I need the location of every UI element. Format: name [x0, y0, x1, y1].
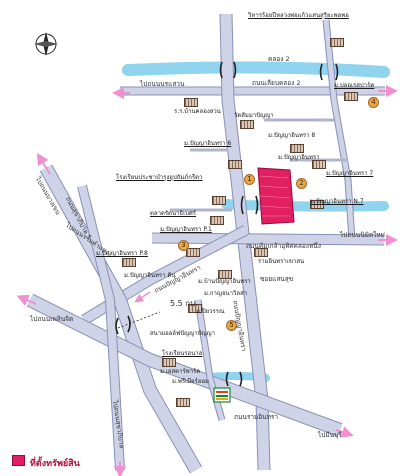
building-icon — [212, 196, 226, 205]
canal-khlong-2 — [122, 61, 390, 78]
legend-property-swatch — [12, 455, 25, 466]
badge-5: 5 — [226, 320, 237, 331]
label-temple-top: วิหารร้อยปีหลวงพ่อแก้วแสนสุริยะพอพอ — [248, 12, 349, 19]
distance-indicator — [117, 311, 161, 329]
label-distance: 5.5 กม. — [170, 299, 198, 308]
badge-3: 3 — [178, 240, 189, 251]
badge-1: 1 — [244, 174, 255, 185]
label-mor-saphan: ม.พรีเมียร์ฮอม — [172, 378, 210, 385]
seven-eleven-icon — [213, 387, 231, 403]
label-school-prachabamrung: โรงเรียนประชาบำรุงอุปถัมภ์กรีดา — [116, 174, 203, 181]
label-to-laksi: ไปถนนเพลินจิต — [30, 315, 74, 323]
label-mor-panya-6b: ม.ปัญญาอินทรา — [278, 154, 320, 161]
label-mor-mahachai: ม.เอสตาร์พาร์ค — [160, 368, 201, 375]
building-icon — [218, 270, 232, 279]
arrow-to-panya — [134, 291, 151, 303]
badge-2: 2 — [296, 178, 307, 189]
building-icon — [290, 144, 304, 153]
building-icon — [162, 358, 176, 367]
building-icon — [176, 398, 190, 407]
label-wat-panya: วัดสัมมาปัญญา — [234, 112, 274, 119]
label-to-minburi: ไปมีนบุรี — [318, 431, 342, 439]
label-to-minburi-n: ไปถนนนิมิตใหม่ — [340, 231, 385, 239]
label-ramindra-khao: รามอินทราเขาสน — [258, 258, 305, 265]
building-icon — [228, 160, 242, 169]
building-icon — [188, 304, 202, 313]
label-mor-panya-n7: ม.ปัญญาอินทรา N.7 — [310, 198, 364, 205]
label-mor-panya-p1: ม.ปัญญาอินทรา P.1 — [160, 226, 212, 233]
label-sport-field: สนามออล์ฟปัญญาปัญญา — [150, 330, 216, 337]
label-soi-saensook: ซอยแสนสุข — [260, 275, 294, 283]
legend-property-label: ที่ตั้งทรัพย์สิน — [30, 459, 80, 469]
label-mor-panya-p8: ม.ปัญญาอินทรา P.8 — [96, 250, 148, 257]
road-soi-small — [170, 118, 348, 212]
label-road-ramindra: ถนนรามอินทรา — [234, 413, 279, 421]
building-icon — [210, 216, 224, 225]
building-icon — [310, 200, 324, 209]
building-icon — [344, 92, 358, 101]
badge-4: 4 — [368, 97, 379, 108]
label-road-kanchanaphisek: ถนนคุ้มเกล้าอุทิศคลองหนึ่ง — [246, 242, 321, 250]
label-lieb-khlong-2: ถนนเลียบคลอง 2 — [252, 79, 301, 87]
label-mor-panya-8: ม.ปัญญาอินทรา 8 — [268, 132, 316, 139]
building-icon — [330, 38, 344, 47]
building-icon — [312, 160, 326, 169]
label-market-ratanathibet: ตลาดรัตนาธิเบศร์ — [150, 210, 196, 217]
building-icon — [122, 258, 136, 267]
label-mor-panya-6: ม.ปัญญาอินทรา 6 — [184, 140, 232, 147]
label-school-bankhlong: ร.ร.บ้านคลองสวน — [174, 108, 221, 115]
label-mor-panya-kinu: ม.ปัญญาอินทรา คินุ — [124, 272, 176, 279]
label-mor-panya-phat: ม.กาญจนาวิลล่า — [204, 290, 248, 297]
label-school-talad: โรงเรียนรอนาล — [162, 350, 203, 357]
building-icon — [240, 120, 254, 129]
bridge-icon — [115, 61, 339, 387]
arrow-top-left — [36, 152, 51, 175]
property-location — [257, 167, 295, 225]
label-mor-uthong: ม.ปิยวรรณ — [196, 308, 225, 315]
building-icon — [186, 248, 200, 257]
label-mor-phlap: ม.ปลอเรสปาร์ค — [334, 82, 375, 89]
building-icon — [254, 248, 268, 257]
compass-north-icon — [34, 32, 58, 56]
label-to-nongchok: ไปถนนนรแสวน — [140, 80, 185, 88]
arrow-left-mid — [16, 294, 37, 306]
label-mor-panya-pho: ม.บ้านปัญญาอินทรา — [198, 278, 251, 285]
arrow-bottom-right — [335, 426, 354, 438]
label-mor-panya-7: ม.ปัญญาอินทรา 7 — [326, 170, 374, 177]
label-khlong-2: คลอง 2 — [268, 55, 290, 63]
building-icon — [184, 98, 198, 107]
